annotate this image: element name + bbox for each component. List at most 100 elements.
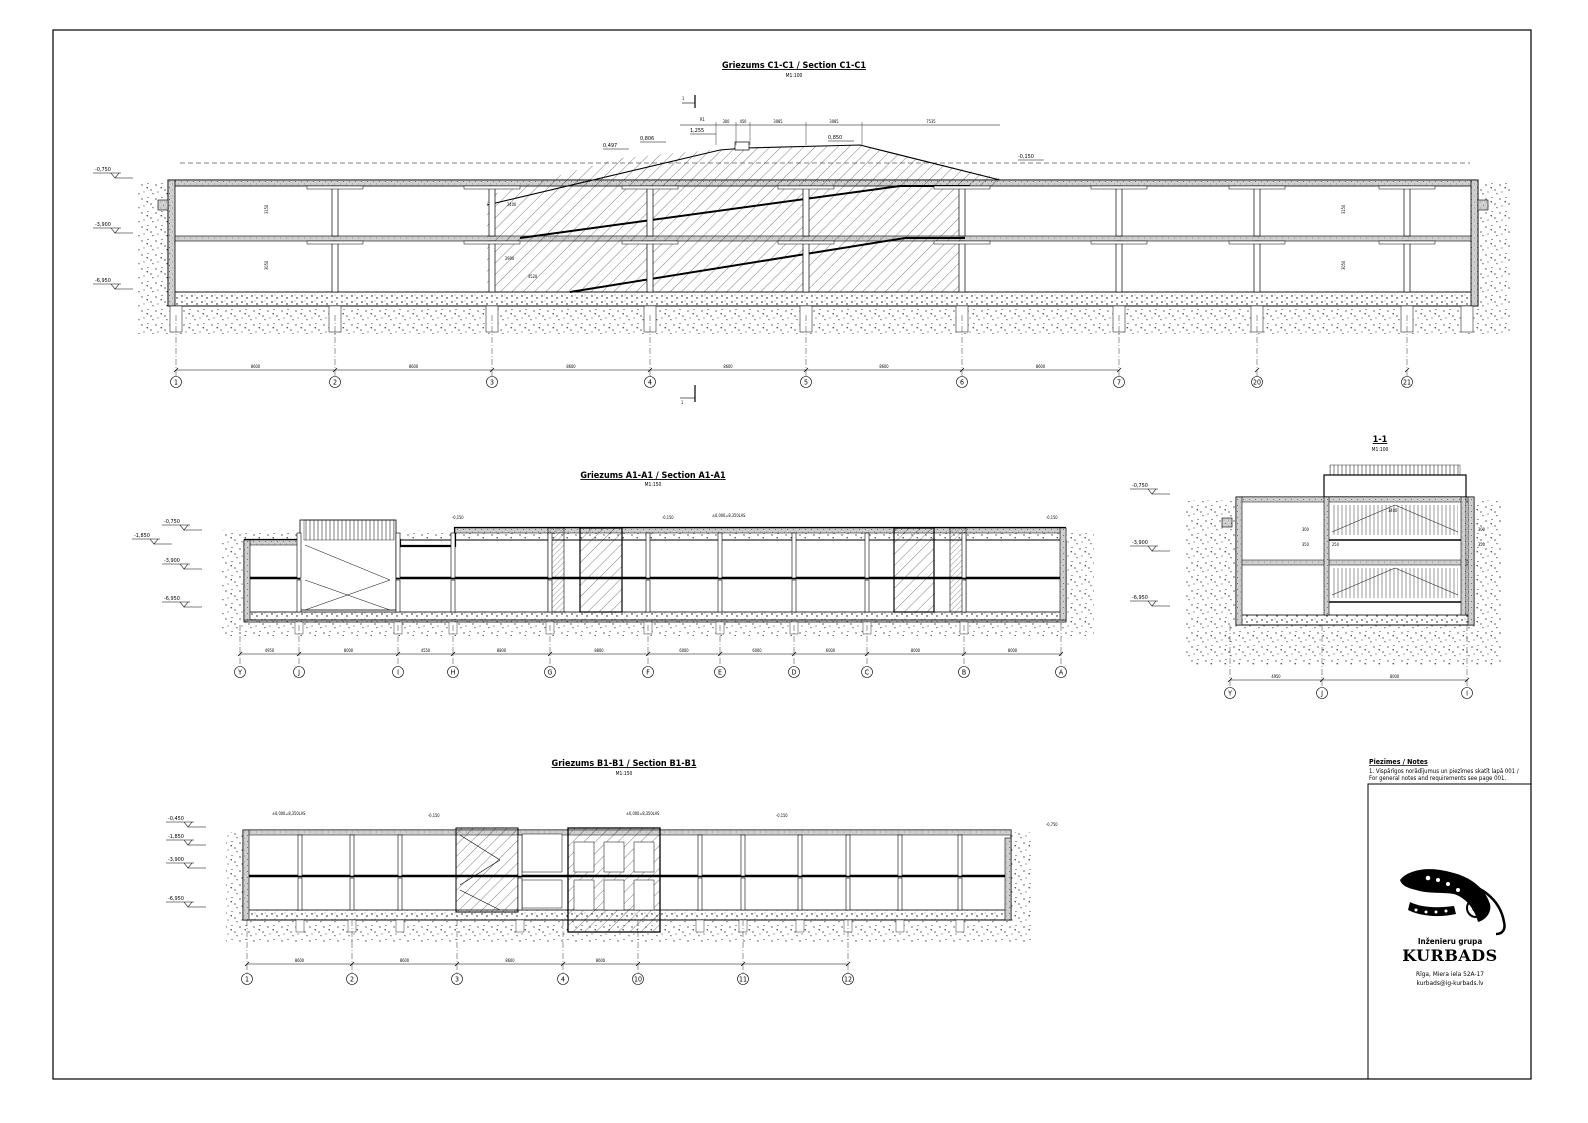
a1-column-0-1: [296, 579, 302, 613]
a1-top-level-1: -0,150: [452, 515, 464, 520]
b1-span-2: 8600: [505, 958, 515, 963]
c1-pile-edge-1: [1460, 305, 1474, 333]
c1-column-7-0: [1403, 185, 1411, 237]
company-line-1: Inženieru grupa: [1418, 937, 1483, 946]
b1-axis-label-4: 10: [634, 976, 642, 984]
b1-level-markers: -0,450-1,850-3,900-6,950: [166, 816, 206, 908]
c1-top-level-3: 0,850: [828, 135, 842, 141]
section-b1-title: Griezums B1-B1 / Section B1-B1: [552, 759, 697, 769]
b1-top-level-1: ±0,000=8,350LAS: [272, 811, 306, 816]
b1-pile-0: [295, 919, 305, 933]
a1-axis-bubble-7: [788, 666, 800, 678]
drain-left: [157, 199, 169, 211]
a1-column-4-1: [645, 579, 651, 613]
a1-span-9: 8000: [1008, 648, 1018, 653]
title-block-frame: [1367, 783, 1532, 1080]
a1-span-3: 8800: [497, 648, 507, 653]
c1-top-dim-0: 300: [723, 119, 731, 124]
c1-column-2-0: [646, 185, 654, 237]
a1-level-2: -3,900: [164, 558, 180, 564]
s11-level-markers: -0,750-3,900-6,950: [1130, 483, 1170, 607]
a1-column-3-0: [547, 532, 553, 579]
b1-pile-4: [695, 919, 705, 933]
c1-column-0-1: [331, 240, 339, 293]
section-11-title: 1-1: [1373, 435, 1388, 445]
b1-level-1: -1,850: [168, 834, 184, 840]
a1-level-3: -6,950: [164, 596, 180, 602]
ramp-dim-2: 2900: [505, 256, 515, 261]
b1-span-0: 8600: [295, 958, 305, 963]
c1-axis-label-0: 1: [174, 379, 178, 387]
b1-column-3-1: [517, 877, 523, 911]
c1-span-4: 8600: [879, 364, 889, 369]
b1-pile-6: [795, 919, 805, 933]
c1-top-dim-2: 3085: [773, 119, 782, 124]
company-email: kurbads@ig-kurbads.lv: [1417, 979, 1484, 987]
c1-span-1: 8600: [409, 364, 419, 369]
a1-axis-label-1: J: [297, 669, 300, 677]
a1-span-8: 8000: [911, 648, 921, 653]
a1-axis-label-10: A: [1059, 669, 1064, 677]
b1-column-9-0: [957, 834, 963, 877]
b1-axis-bubble-6: [842, 973, 854, 985]
radius-label: R1: [700, 117, 705, 122]
s11-axis-bubble-1: [1316, 687, 1328, 699]
b1-column-7-1: [845, 877, 851, 911]
svg-text:1: 1: [682, 96, 684, 101]
c1-span-2: 8600: [566, 364, 576, 369]
c1-column-5-0: [1115, 185, 1123, 237]
b1-axis-bubble-4: [632, 973, 644, 985]
c1-axis-bubble-3: [644, 376, 656, 388]
s11-dim-300-r: 300: [1478, 527, 1486, 532]
a1-axis-label-7: D: [792, 669, 797, 677]
c1-level-markers: -0,750-3,900-6,9500,4970,8061,2550,850-0…: [93, 128, 1044, 290]
b1-column-6-0: [797, 834, 803, 877]
c1-column-6-0: [1253, 185, 1261, 237]
c1-column-1-1: [488, 240, 496, 293]
left-wall: [167, 179, 176, 307]
s11-dim-300: 300: [1302, 527, 1310, 532]
company-address: Rīga, Miera iela 52A-17: [1416, 970, 1484, 978]
a1-column-2-1: [450, 579, 456, 613]
a1-column-1-0: [395, 532, 401, 579]
a1-column-8-1: [961, 579, 967, 613]
a1-core-1: [579, 527, 623, 613]
parapet: [734, 141, 750, 151]
c1-top-level-1: 0,806: [640, 136, 654, 142]
a1-column-5-0: [717, 532, 723, 579]
title-block: Inženieru grupa KURBADS Rīga, Miera iela…: [1367, 783, 1532, 1080]
c1-axis-label-8: 21: [1403, 379, 1411, 387]
c1-top-level-0: 0,497: [603, 143, 617, 149]
a1-column-8-0: [961, 532, 967, 579]
s11-level-2: -6,950: [1132, 595, 1148, 601]
c1-axis-label-2: 3: [490, 379, 494, 387]
drain-right: [1477, 199, 1489, 211]
a1-column-2-0: [450, 532, 456, 579]
c1-column-7-1: [1403, 240, 1411, 293]
a1-axis-bubble-9: [958, 666, 970, 678]
b1-level-3: -6,950: [168, 896, 184, 902]
c1-span-0: 8600: [251, 364, 261, 369]
notes-heading: Piezīmes / Notes: [1369, 758, 1428, 766]
a1-span-0: 4950: [265, 648, 275, 653]
b1-top-level-3: ±0,000=8,350LAS: [626, 811, 660, 816]
a1-axis-bubble-2: [392, 666, 404, 678]
a1-top-level-3: -0,150: [662, 515, 674, 520]
c1-axis-bubble-8: [1401, 376, 1413, 388]
a1-level-markers: -0,750-1,850-3,900-6,950: [132, 519, 202, 608]
s11-axis-label-2: I: [1466, 690, 1468, 698]
b1-stair-tower: [455, 827, 519, 913]
cut-marker-top: 1: [682, 95, 696, 108]
c1-axis-label-7: 20: [1253, 379, 1261, 387]
a1-column-0-0: [296, 532, 302, 579]
ramp-dim-1: 2400: [507, 202, 517, 207]
a1-span-7: 6000: [826, 648, 836, 653]
b1-column-0-1: [297, 877, 303, 911]
s11-dim-250: 250: [1332, 542, 1340, 547]
b1-column-8-1: [897, 877, 903, 911]
section-1-1: 1-1 M1:100 -0,750-3,900-6,950 300 350 25…: [1130, 435, 1501, 699]
